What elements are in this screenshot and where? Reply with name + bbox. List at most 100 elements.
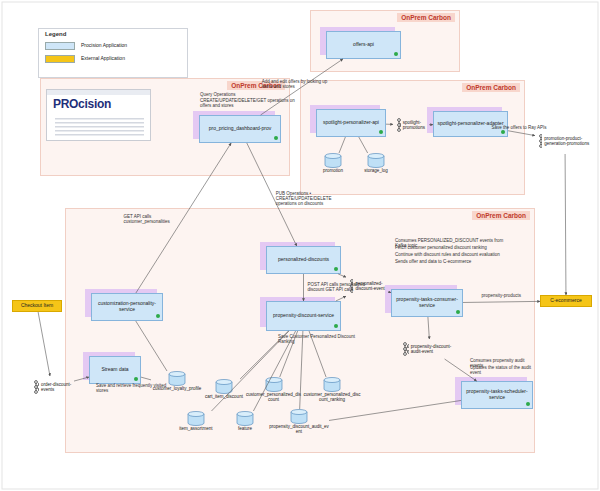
service-box: propensity-tasks-scheduler-service [461, 381, 533, 409]
environment-band: OnPrem CarbonPROcisionpro_pricing_dashbo… [40, 78, 290, 176]
kafka-topic: promotion-product-generation-promotions [535, 128, 595, 154]
kafka-icon-dot [404, 353, 407, 356]
node-text: Checkout Item [21, 303, 53, 309]
node-text: spotlight-promotions [403, 120, 429, 130]
annotation-note: Sends offer and data to C-ecommerce [395, 259, 515, 264]
service-box: customization-personality-service [91, 293, 163, 321]
service-box: propensity-discount-service [266, 301, 341, 331]
database-cylinder: storage_log [356, 153, 396, 183]
node-text: promotion-product-generation-promotions [544, 136, 595, 146]
database-cylinder: feature [223, 411, 267, 443]
screenshot-row [55, 118, 144, 120]
database-icon [264, 377, 284, 392]
kafka-icon-dot [540, 145, 543, 148]
node-text: Stream data [101, 367, 128, 373]
node-text: spotlight-personalizer-api [323, 120, 379, 126]
external-app: Checkout Item [12, 300, 62, 312]
database-icon [322, 377, 342, 392]
node-text: pro_pricing_dashboard-prov [209, 126, 272, 132]
node-text: storage_log [364, 168, 388, 173]
annotation-note: CREATE/UPDATE/DELETE/GET operations on o… [200, 98, 295, 109]
database-icon [366, 153, 386, 168]
cylinder-top [216, 380, 232, 385]
legend-text: Procision Application [81, 43, 127, 49]
kafka-icon-dot [408, 345, 409, 348]
kafka-icon [399, 342, 409, 356]
legend-swatch [45, 42, 75, 50]
database-cylinder: item_assortment [171, 411, 221, 443]
connector-label: POST API calls personalized discount GET… [308, 282, 380, 293]
cylinder-top [266, 378, 282, 383]
connector-label: GET API calls customer_personalities [124, 214, 196, 225]
kafka-icon-dot [540, 135, 543, 138]
cylinder-top [325, 154, 341, 159]
annotation-note: Save Customer Personalized Discount Rank… [278, 334, 358, 345]
database-icon [235, 411, 255, 426]
database-icon [214, 379, 234, 394]
node-text: C-ecommerce [550, 298, 581, 304]
kafka-topic: order-discount-events [30, 376, 74, 398]
node-text: propensity_discount_audit_event [269, 424, 329, 434]
node-text: feature [238, 426, 252, 431]
environment-band: OnPrem Carbon spotlight-personalizer-api s… [300, 80, 525, 195]
node-text: OnPrem Carbon [397, 13, 455, 22]
screenshot-row [55, 130, 144, 132]
node-text: propensity-tasks-scheduler-service [464, 389, 530, 401]
node-text: order-discount-events [41, 382, 74, 392]
connector-label: Add and edit offers by looking up items … [262, 79, 334, 90]
node-text: personalized-discounts [278, 257, 329, 263]
node-text: offers-api [353, 42, 374, 48]
cylinder-top [188, 412, 204, 417]
kafka-icon [393, 118, 401, 132]
kafka-icon-dot [408, 351, 409, 354]
database-cylinder: customer_personalized_discount [246, 377, 301, 409]
legend-row: Procision Application [45, 42, 181, 50]
database-icon [323, 153, 343, 168]
node-text: propensity-tasks-consumer-service [394, 297, 460, 309]
kafka-icon-dot [35, 391, 38, 394]
database-cylinder: propensity_discount_audit_event [269, 409, 329, 441]
node-text: customer_personalized_discount_ranking [303, 392, 361, 402]
screenshot-row [55, 126, 144, 128]
kafka-icon [30, 380, 39, 394]
app-screenshot: PROcision [46, 89, 151, 141]
kafka-icon-dot [398, 124, 401, 127]
kafka-icon-dot [35, 386, 38, 389]
cylinder-top [169, 372, 185, 377]
cylinder-top [291, 410, 307, 415]
service-box: spotlight-personalizer-adapter [433, 111, 508, 137]
annotation-note: Continue with discount rules and discoun… [395, 252, 515, 257]
connector-label: propensity-products [482, 293, 554, 298]
environment-band: OnPrem Carboncustomization-personality-s… [65, 208, 535, 453]
database-icon [289, 409, 309, 424]
service-box: Stream data [89, 356, 141, 384]
kafka-icon-dot [39, 383, 40, 386]
connector-label: Save the offers to Ray APIs [492, 125, 564, 130]
database-icon [167, 371, 187, 386]
kafka-icon [535, 134, 542, 148]
kafka-icon-dot [404, 348, 407, 351]
legend-row: External Application [45, 55, 181, 63]
cylinder-top [368, 154, 384, 159]
kafka-icon-dot [404, 343, 407, 346]
connector [38, 312, 50, 376]
screenshot-row [55, 134, 144, 136]
service-box: pro_pricing_dashboard-prov [199, 115, 281, 143]
service-box: personalized-discounts [266, 246, 341, 274]
kafka-icon-dot [35, 381, 38, 384]
kafka-icon-dot [540, 140, 543, 143]
connector-label: Save and retrieve frequently visited sto… [96, 383, 168, 394]
node-text: cart_item_discount [205, 394, 243, 399]
legend-text: External Application [81, 56, 125, 62]
node-text: promotion [323, 168, 343, 173]
external-app: C-ecommerce [540, 295, 592, 307]
kafka-icon-dot [398, 119, 401, 122]
legend-swatch [45, 55, 75, 63]
database-cylinder: cart_item_discount [201, 379, 247, 411]
node-text: customization-personality-service [94, 301, 160, 313]
connector [565, 154, 567, 295]
node-text: OnPrem Carbon [462, 83, 520, 92]
database-cylinder: promotion [313, 153, 353, 183]
